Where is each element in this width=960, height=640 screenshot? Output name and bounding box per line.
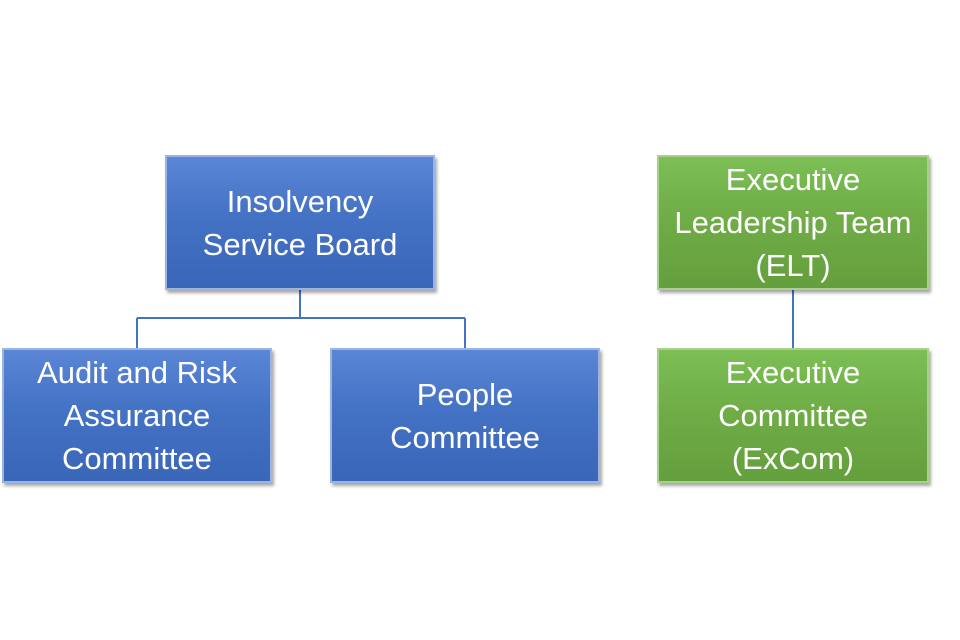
executive-committee-node: Executive Committee (ExCom) bbox=[657, 348, 929, 483]
insolvency-service-board-node: Insolvency Service Board bbox=[165, 155, 435, 290]
people-committee-node: People Committee bbox=[330, 348, 600, 483]
audit-risk-assurance-committee-node: Audit and Risk Assurance Committee bbox=[2, 348, 272, 483]
executive-leadership-team-node: Executive Leadership Team (ELT) bbox=[657, 155, 929, 290]
